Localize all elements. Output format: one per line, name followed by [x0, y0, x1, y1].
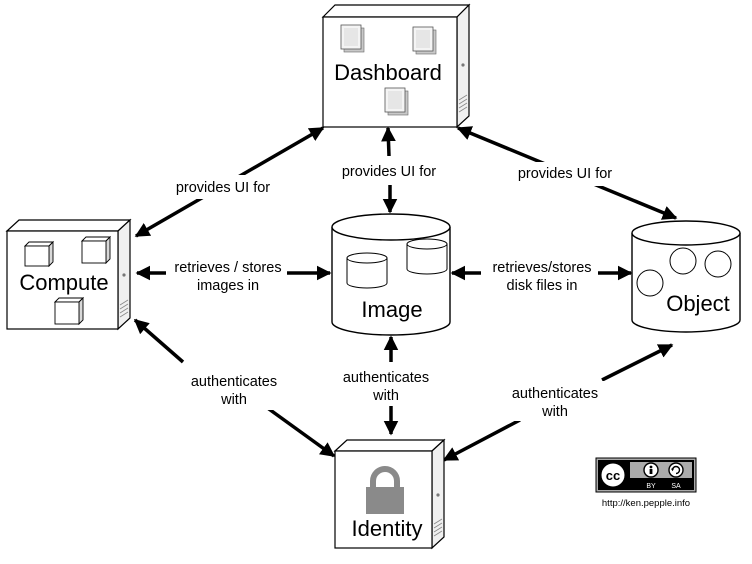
dashboard-label: Dashboard [334, 60, 442, 85]
object-sphere-icon [704, 250, 732, 278]
svg-text:cc: cc [606, 468, 620, 483]
edge-label-dashboard-image: provides UI for [342, 164, 436, 180]
edge-label-compute-identity: authenticates with [183, 370, 287, 410]
edge-label-compute-image: retrieves / stores images in [174, 260, 281, 294]
edge-label-line: with [220, 392, 247, 408]
window-icon [412, 26, 437, 55]
disk-icon [406, 238, 448, 275]
object-label: Object [666, 291, 730, 316]
identity-node: Identity [333, 438, 446, 550]
by-attribution-icon [643, 462, 659, 478]
edge-label-image-object: retrieves/stores disk files in [492, 260, 591, 294]
cube-icon [80, 235, 112, 265]
license-url[interactable]: http://ken.pepple.info [602, 498, 690, 509]
edge-label-line: authenticates [512, 386, 598, 402]
arrow-dashboard-image [381, 126, 398, 214]
cube-icon [53, 296, 85, 326]
edge-label-object-identity: authenticates with [502, 381, 608, 421]
object-sphere-icon [669, 247, 697, 275]
arrow-compute-identity [133, 318, 336, 458]
lock-icon [366, 466, 404, 514]
sa-sharealike-icon [668, 462, 684, 478]
disk-icon [346, 252, 388, 289]
edge-label-line: disk files in [507, 278, 578, 294]
compute-label: Compute [19, 270, 108, 295]
dashboard-node: Dashboard [321, 3, 471, 129]
edge-label-image-identity: authenticates with [343, 370, 429, 404]
identity-label: Identity [352, 516, 423, 541]
object-sphere-icon [636, 269, 664, 297]
edge-label-line: provides UI for [342, 164, 436, 180]
image-label: Image [361, 297, 422, 322]
arrow-object-identity [442, 343, 674, 462]
window-icon [384, 87, 409, 116]
edge-label-line: images in [197, 278, 259, 294]
edge-label-line: authenticates [191, 374, 277, 390]
cc-logo-icon: cc [599, 461, 627, 489]
edge-label-line: with [372, 388, 399, 404]
edge-label-line: provides UI for [176, 180, 270, 196]
edge-label-line: retrieves/stores [492, 260, 591, 276]
edge-label-dashboard-compute: provides UI for [165, 175, 281, 199]
edge-label-dashboard-object: provides UI for [507, 162, 623, 186]
object-node: Object [631, 220, 741, 333]
edge-label-line: provides UI for [518, 166, 612, 182]
svg-text:SA: SA [671, 483, 681, 490]
edge-label-line: with [541, 404, 568, 420]
image-node: Image [331, 213, 451, 336]
cube-icon [23, 240, 55, 268]
window-icon [340, 24, 365, 53]
edge-label-line: authenticates [343, 370, 429, 386]
cc-license-badge[interactable]: cc BY SA [595, 457, 697, 493]
compute-node: Compute [5, 218, 132, 331]
edge-label-line: retrieves / stores [174, 260, 281, 276]
svg-text:BY: BY [646, 483, 656, 490]
